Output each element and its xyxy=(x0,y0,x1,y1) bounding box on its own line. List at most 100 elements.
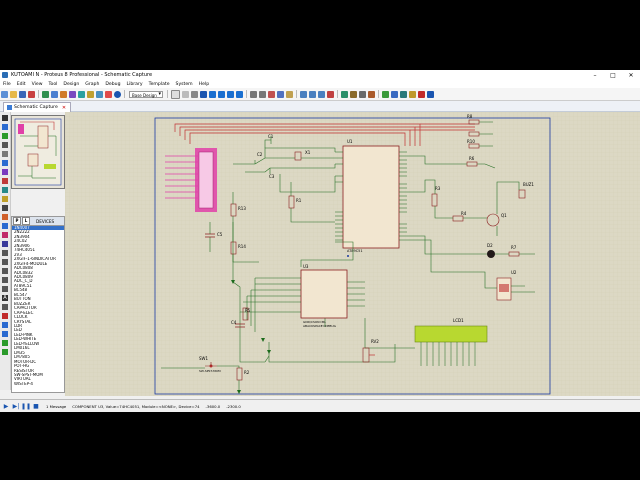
virtual-instruments-icon[interactable] xyxy=(2,241,8,247)
tab-schematic-capture[interactable]: Schematic Capture ✕ xyxy=(3,102,72,112)
device-list-item[interactable]: 74HC4051 xyxy=(14,248,36,253)
device-list-item[interactable]: LM35 xyxy=(14,350,25,355)
sensor-u2[interactable]: U2 xyxy=(496,270,517,301)
save-icon[interactable] xyxy=(19,90,26,98)
device-list-item[interactable]: BUZZER xyxy=(14,301,31,306)
message-count[interactable]: 1 Message xyxy=(46,404,67,409)
marker-icon[interactable] xyxy=(2,313,8,319)
new-sheet-icon[interactable] xyxy=(409,90,416,98)
copy-icon[interactable] xyxy=(277,90,284,98)
bus-icon[interactable] xyxy=(2,160,8,166)
property-tool-icon[interactable] xyxy=(400,90,407,98)
zoom-area-icon[interactable] xyxy=(236,90,243,98)
path-icon[interactable] xyxy=(2,286,8,292)
block-copy-icon[interactable] xyxy=(300,90,307,98)
arc-icon[interactable] xyxy=(2,277,8,283)
box-icon[interactable] xyxy=(2,259,8,265)
paste-icon[interactable] xyxy=(286,90,293,98)
device-list-item[interactable]: 2N3906 xyxy=(14,243,30,248)
overview-window[interactable] xyxy=(11,115,65,189)
origin-icon[interactable] xyxy=(191,90,198,98)
device-list-item[interactable]: VIRTUAL xyxy=(14,377,31,382)
resistor-r2[interactable]: R2 xyxy=(236,367,250,381)
menu-file[interactable]: File xyxy=(3,81,11,87)
device-list-item[interactable]: 2V3 xyxy=(14,252,22,257)
pdf-icon[interactable] xyxy=(105,90,112,98)
pick-devices-button[interactable]: P xyxy=(13,217,21,225)
component-mode-icon[interactable] xyxy=(2,124,8,130)
title-bar[interactable]: KUTOAMI N - Proteus 8 Professional - Sch… xyxy=(0,70,640,80)
capacitor-c4[interactable]: C4 xyxy=(231,320,245,328)
redo-icon[interactable] xyxy=(259,90,266,98)
exit-to-parent-icon[interactable] xyxy=(427,90,434,98)
grid-icon[interactable] xyxy=(182,90,189,98)
menu-system[interactable]: System xyxy=(175,81,193,87)
zoom-all-icon[interactable] xyxy=(227,90,234,98)
menu-help[interactable]: Help xyxy=(198,81,210,87)
source-code-icon[interactable] xyxy=(96,90,103,98)
close-button[interactable]: ✕ xyxy=(628,71,634,79)
device-list-item[interactable]: LED-YELLOW xyxy=(14,341,40,346)
pick-device-icon[interactable] xyxy=(341,90,348,98)
device-list-item[interactable]: ADC0809 xyxy=(14,274,33,279)
gerber-icon[interactable] xyxy=(78,90,85,98)
library-manager-button[interactable]: L xyxy=(22,217,30,225)
device-list-item[interactable]: 24C02 xyxy=(14,239,27,244)
circle-icon[interactable] xyxy=(2,268,8,274)
menu-edit[interactable]: Edit xyxy=(16,81,26,87)
device-list-item[interactable]: SW-SPST-MOM xyxy=(14,372,43,377)
buzzer-buz1[interactable]: BUZ1 xyxy=(518,182,534,199)
open-folder-icon[interactable] xyxy=(10,90,17,98)
transistor-q1[interactable]: Q1 xyxy=(486,213,507,227)
undo-icon[interactable] xyxy=(250,90,257,98)
terminals-icon[interactable] xyxy=(2,178,8,184)
remove-sheet-icon[interactable] xyxy=(418,90,425,98)
device-list-item[interactable]: CLOCK xyxy=(14,315,28,320)
tape-recorder-icon[interactable] xyxy=(2,205,8,211)
chip-u3[interactable]: U3 GND/CSON=BL ABACKSPACE=DEBUG xyxy=(300,264,348,328)
graph-icon[interactable] xyxy=(2,196,8,202)
menu-design[interactable]: Design xyxy=(63,81,80,87)
device-list-item[interactable]: AT89C51 xyxy=(14,283,32,288)
zoom-out-icon[interactable] xyxy=(218,90,225,98)
wire-autorouter-icon[interactable] xyxy=(382,90,389,98)
maximize-button[interactable]: □ xyxy=(610,71,616,79)
device-list-item[interactable]: BC547 xyxy=(14,292,28,297)
current-probe-icon[interactable] xyxy=(2,232,8,238)
symbol-icon[interactable] xyxy=(2,304,8,310)
device-list-item[interactable]: 2N2222 xyxy=(14,230,30,235)
decompose-icon[interactable] xyxy=(368,90,375,98)
menu-library[interactable]: Library xyxy=(126,81,143,87)
text-icon[interactable]: A xyxy=(2,295,8,301)
device-list-item[interactable]: CAPACITOR xyxy=(14,306,37,311)
schematic-icon[interactable] xyxy=(51,90,58,98)
resistor-r4[interactable]: R4 xyxy=(452,211,467,222)
device-list-item[interactable]: LDR xyxy=(14,323,23,328)
device-list-item[interactable]: BUTTON xyxy=(14,297,31,302)
rotate-cw-icon[interactable] xyxy=(2,322,8,328)
design-select[interactable]: Base Design xyxy=(129,90,163,98)
device-list-item[interactable]: 2XGIF-1-6INDICATOR xyxy=(14,257,56,262)
wire-label-icon[interactable] xyxy=(2,142,8,148)
search-tag-icon[interactable] xyxy=(391,90,398,98)
device-list-item[interactable]: LM7805 xyxy=(14,355,30,360)
switch-sw1[interactable]: SW1 SW-SPST-MOM xyxy=(199,356,221,373)
device-list-item[interactable]: 2XGIF4-MODULE xyxy=(14,261,48,266)
pan-icon[interactable] xyxy=(200,90,207,98)
make-device-icon[interactable] xyxy=(350,90,357,98)
device-list-item[interactable]: ADC0832 xyxy=(14,270,33,275)
stop-icon[interactable]: ■ xyxy=(33,403,39,410)
step-icon[interactable]: ▶| xyxy=(12,403,20,410)
new-file-icon[interactable] xyxy=(1,90,8,98)
zoom-in-icon[interactable] xyxy=(209,90,216,98)
packaging-tool-icon[interactable] xyxy=(359,90,366,98)
menu-view[interactable]: View xyxy=(31,81,43,87)
device-list-item[interactable]: LED xyxy=(14,328,22,333)
device-pins-icon[interactable] xyxy=(2,187,8,193)
device-list-item[interactable]: 1N4007 xyxy=(12,226,64,231)
home-icon[interactable] xyxy=(42,90,49,98)
device-list-item[interactable]: POT-HG xyxy=(14,364,30,369)
lcd-display[interactable]: LCD1 xyxy=(414,318,488,366)
device-list-item[interactable]: ADC_C_D xyxy=(14,279,33,284)
